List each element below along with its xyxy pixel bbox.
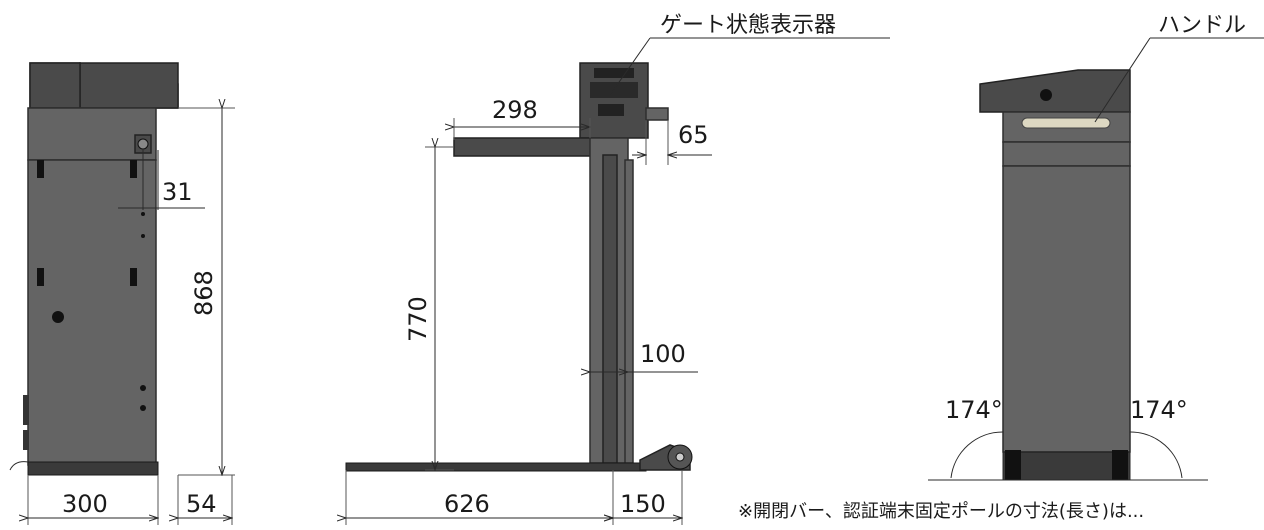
dim-31: 31 [162,178,193,206]
dim-54: 54 [186,490,217,518]
handle-label: ハンドル [1158,13,1246,38]
angle-right: 174° [1130,396,1188,424]
rear-view [979,69,1131,481]
dim-868: 868 [190,270,218,316]
dim-626: 626 [444,490,490,518]
side-view [9,62,179,476]
angle-left: 174° [945,396,1003,424]
front-view-dims [346,37,890,525]
dim-300: 300 [62,490,108,518]
rear-view-dims [928,37,1264,481]
footnote: ※開閉バー、認証端末固定ポールの寸法(長さ)は... [738,501,1144,522]
dim-770: 770 [404,296,432,342]
dim-100: 100 [640,340,686,368]
front-view [345,62,693,472]
dim-65: 65 [678,121,709,149]
dim-150: 150 [620,490,666,518]
side-view-dims [28,108,235,525]
dim-298: 298 [492,96,538,124]
status-display-label: ゲート状態表示器 [660,13,836,38]
